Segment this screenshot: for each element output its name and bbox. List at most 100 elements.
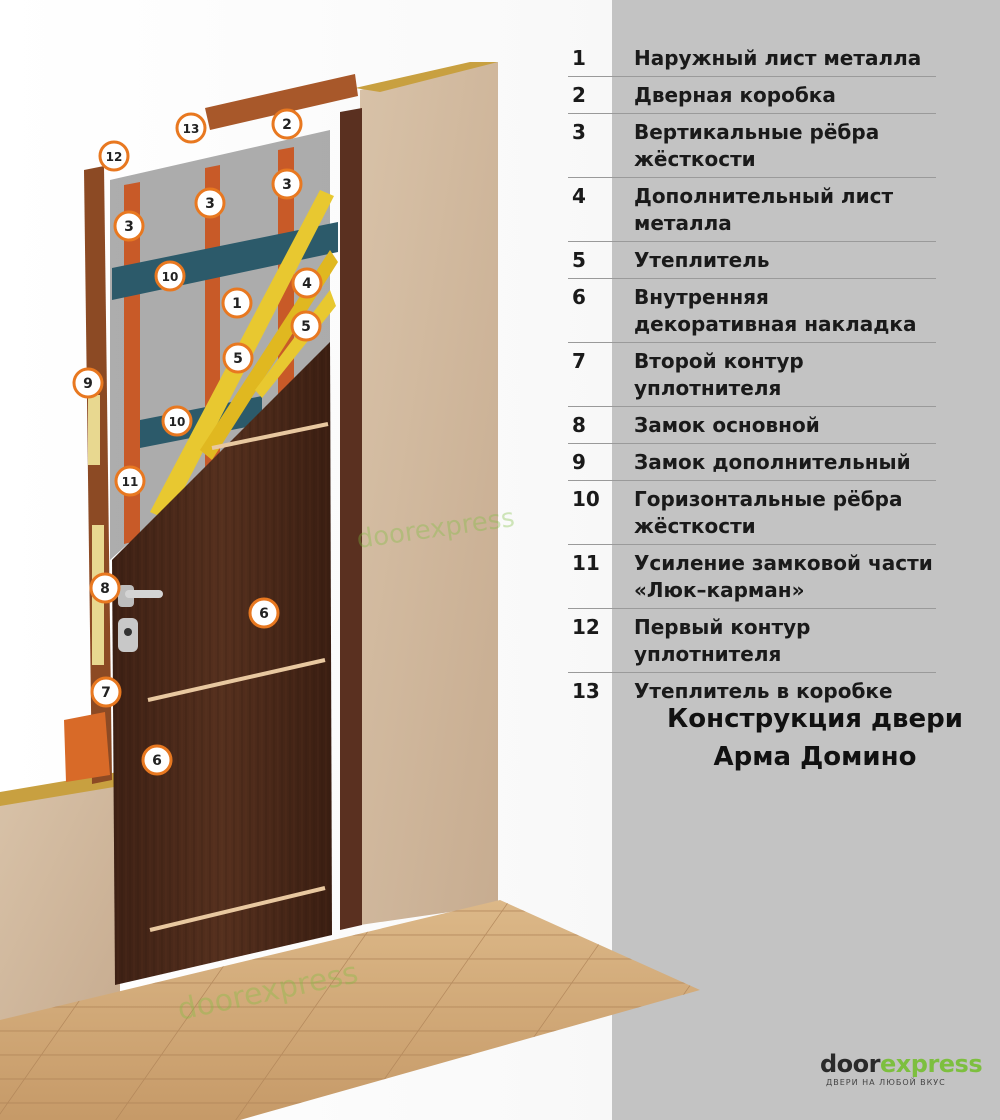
marker-number: 9 [83,376,93,392]
marker-number: 3 [124,219,134,235]
legend-row: 2 Дверная коробка [568,77,936,114]
marker-circle [248,597,280,629]
marker-circle [175,112,207,144]
callout-marker-12: 12 [98,140,130,172]
legend-number: 13 [572,679,600,703]
marker-circle [72,367,104,399]
marker-circle [291,267,323,299]
callout-marker-7: 7 [90,676,122,708]
callout-marker-13: 13 [175,112,207,144]
marker-circle [89,572,121,604]
legend-row: 11 Усиление замковой части «Люк–карман» [568,545,936,609]
legend-label: Дверная коробка [634,83,836,107]
legend-label: Дополнительный лист металла [634,184,894,235]
legend-row: 5 Утеплитель [568,242,936,279]
frame-bottom-block [64,712,110,782]
legend-number: 8 [572,413,586,437]
legend-number: 2 [572,83,586,107]
legend-number: 10 [572,487,600,511]
legend-label: Второй контур уплотнителя [634,349,804,400]
legend-number: 5 [572,248,586,272]
right-wall-top [355,62,498,92]
marker-number: 6 [259,606,269,622]
marker-number: 1 [232,296,242,312]
marker-number: 6 [152,753,162,769]
callout-marker-3: 3 [271,168,303,200]
callout-marker-1: 1 [221,287,253,319]
marker-circle [98,140,130,172]
marker-circle [90,676,122,708]
callout-marker-3: 3 [194,187,226,219]
legend-row: 7 Второй контур уплотнителя [568,343,936,407]
legend-row: 8 Замок основной [568,407,936,444]
left-wall-top [0,772,120,806]
legend-label: Усиление замковой части «Люк–карман» [634,551,933,602]
inlay-1 [211,422,329,450]
callout-marker-9: 9 [72,367,104,399]
legend-row: 3 Вертикальные рёбра жёсткости [568,114,936,178]
legend-row: 4 Дополнительный лист металла [568,178,936,242]
callout-marker-6: 6 [141,744,173,776]
floor-boards [0,900,700,1120]
marker-circle [114,465,146,497]
marker-number: 3 [205,196,215,212]
legend-label: Утеплитель в коробке [634,679,893,703]
callout-marker-3: 3 [113,210,145,242]
marker-number: 3 [282,177,292,193]
legend-row: 10 Горизонтальные рёбра жёсткости [568,481,936,545]
title-line-2: Арма Домино [713,742,917,772]
door-frame-right [340,108,362,930]
insulation-strip-2 [200,250,338,460]
callout-marker-5: 5 [222,342,254,374]
legend-number: 6 [572,285,586,309]
logo-express-text: express [880,1050,983,1078]
legend-number: 3 [572,120,586,144]
callout-marker-10: 10 [161,405,193,437]
door-frame-top [205,74,358,130]
grey-panel [612,0,1000,1120]
logo-door-text: door [820,1050,881,1078]
inlay-3 [149,886,326,932]
marker-number: 7 [101,685,111,701]
legend-number: 1 [572,46,586,70]
marker-number: 5 [301,319,311,335]
marker-circle [161,405,193,437]
marker-circle [113,210,145,242]
marker-circle [290,310,322,342]
legend-label: Утеплитель [634,248,770,272]
legend-row: 13 Утеплитель в коробке [568,673,936,709]
legend-number: 4 [572,184,586,208]
callout-marker-4: 4 [291,267,323,299]
marker-number: 5 [233,351,243,367]
door-leaf-grain [112,342,332,985]
marker-circle [141,744,173,776]
marker-circle [271,108,303,140]
legend-number: 7 [572,349,586,373]
legend-label: Горизонтальные рёбра жёсткости [634,487,903,538]
right-wall [360,62,498,925]
legend-label: Вертикальные рёбра жёсткости [634,120,880,171]
door-handle-lever [125,590,163,598]
marker-circle [154,260,186,292]
marker-circle [271,168,303,200]
title-line-1: Конструкция двери [667,704,963,734]
callout-marker-8: 8 [89,572,121,604]
logo-wordmark: doorexpress [820,1050,983,1078]
lock-keyhole [124,628,132,636]
callout-marker-2: 2 [271,108,303,140]
marker-number: 4 [302,276,312,292]
legend-label: Замок основной [634,413,820,437]
legend-number: 11 [572,551,600,575]
marker-number: 8 [100,581,110,597]
brand-logo: doorexpress ДВЕРИ НА ЛЮБОЙ ВКУС [820,1050,983,1087]
inlay-2 [147,658,326,702]
callout-marker-6: 6 [248,597,280,629]
